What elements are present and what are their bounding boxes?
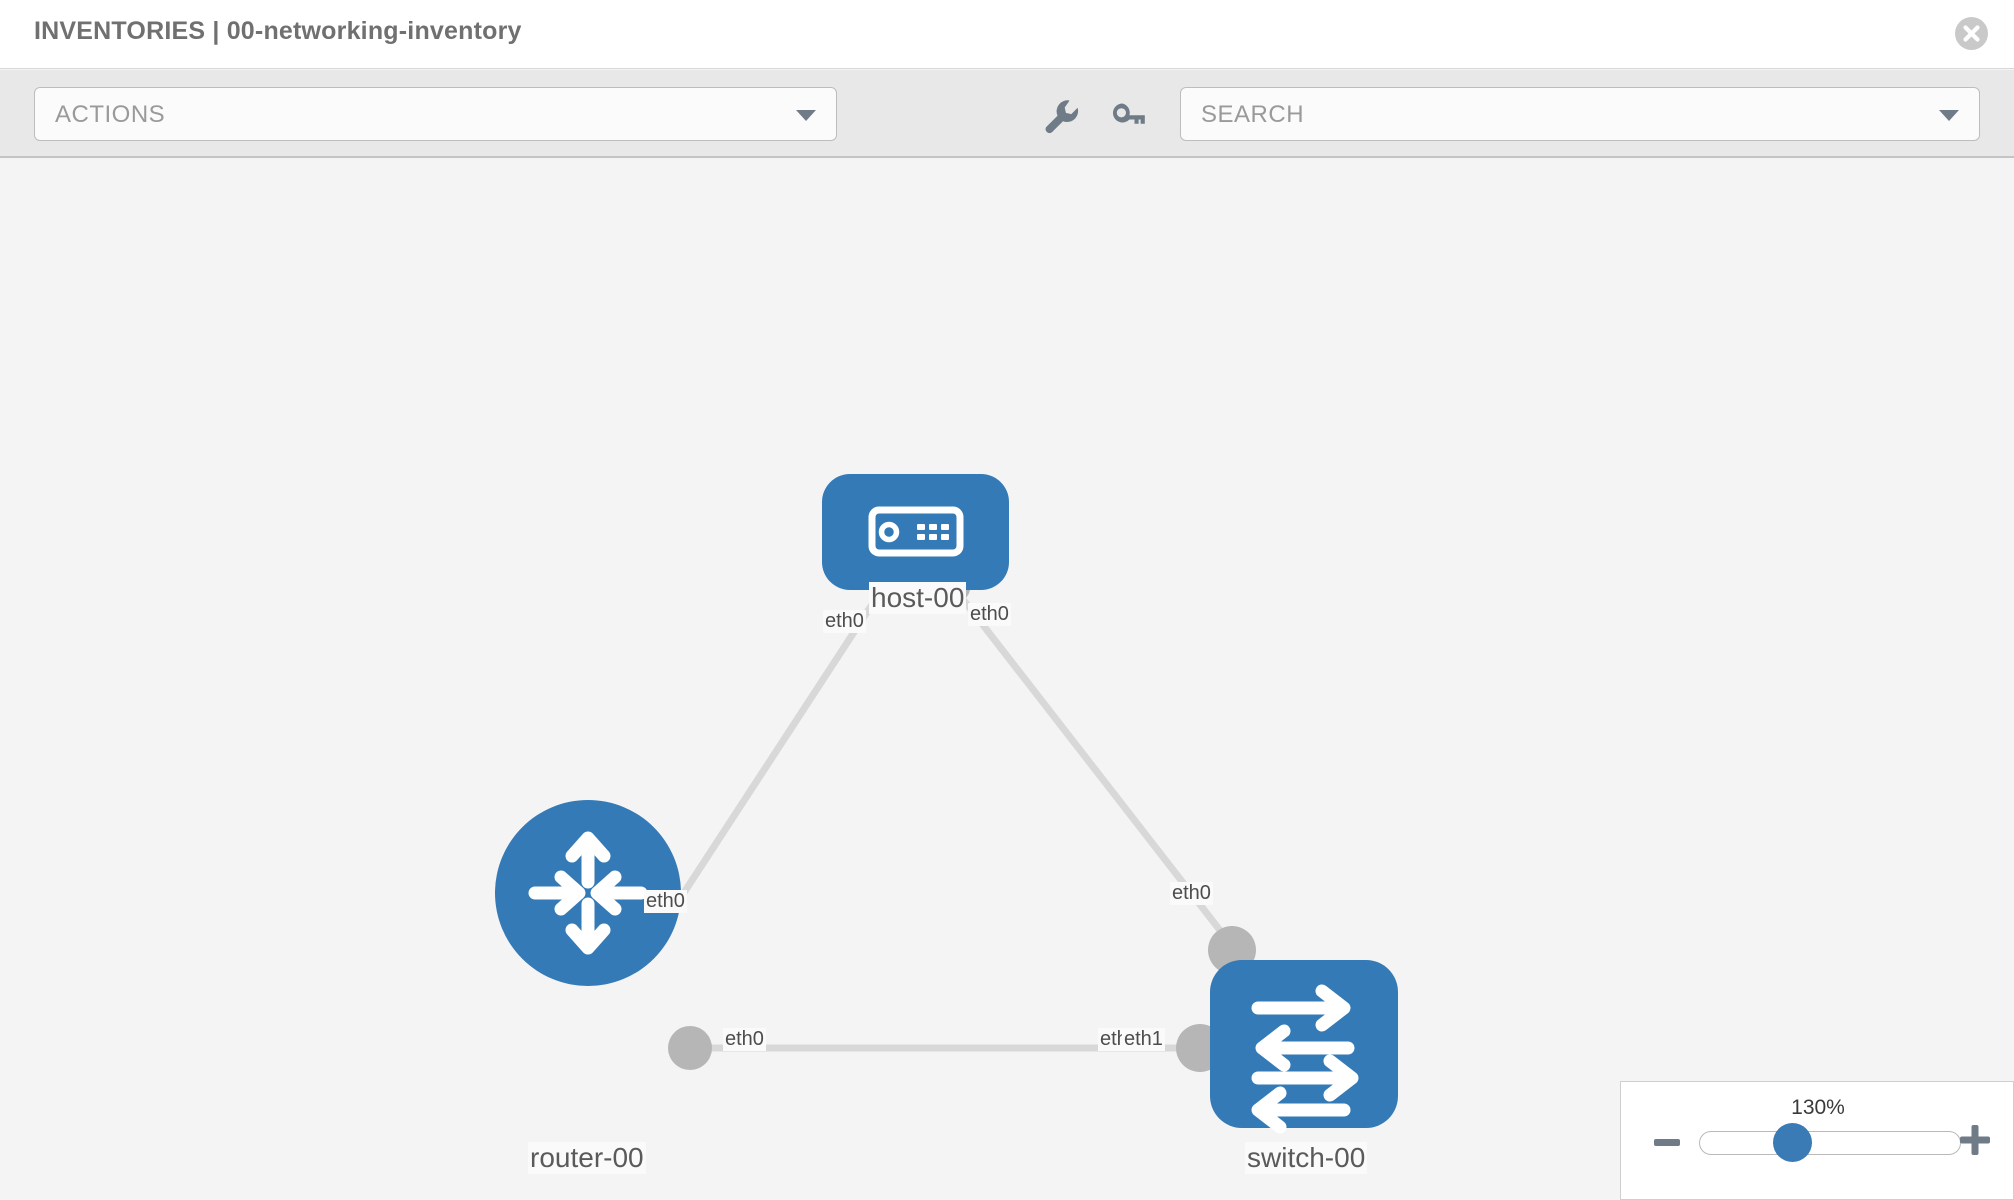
topology-ports bbox=[668, 562, 1256, 1072]
node-label-router-00: router-00 bbox=[528, 1142, 646, 1174]
search-input[interactable]: SEARCH bbox=[1180, 87, 1980, 141]
iface-label-switch00-eth1: eth1 bbox=[1122, 1028, 1165, 1051]
topology-canvas[interactable]: host-00 router-00 switch-00 eth0 eth0 et… bbox=[0, 160, 2014, 1200]
close-icon[interactable] bbox=[1955, 17, 1988, 50]
zoom-control-panel: 130% bbox=[1620, 1081, 2014, 1200]
minus-icon[interactable] bbox=[1653, 1129, 1681, 1157]
port-router00-eth0-link bbox=[668, 1026, 712, 1070]
key-icon[interactable] bbox=[1108, 95, 1150, 137]
topology-links bbox=[637, 577, 1246, 1052]
server-appliance-icon bbox=[868, 506, 964, 557]
node-host-00 bbox=[822, 474, 1009, 590]
iface-label-switch00-eth0-host: eth0 bbox=[1170, 882, 1213, 905]
chevron-down-icon bbox=[796, 110, 816, 121]
iface-label-router00-eth0-host: eth0 bbox=[644, 890, 687, 913]
router-arrows-icon bbox=[528, 831, 648, 955]
zoom-level-value: 130% bbox=[1791, 1096, 1845, 1119]
node-label-switch-00: switch-00 bbox=[1245, 1142, 1368, 1174]
search-input-placeholder: SEARCH bbox=[1201, 101, 1305, 128]
topology-graph bbox=[495, 474, 1398, 1134]
iface-label-router00-eth0-link: eth0 bbox=[723, 1028, 766, 1051]
plus-icon[interactable] bbox=[1959, 1124, 1991, 1156]
page-title: INVENTORIES | 00-networking-inventory bbox=[34, 17, 522, 45]
node-switch-00 bbox=[1210, 960, 1398, 1134]
zoom-slider-handle[interactable] bbox=[1773, 1123, 1812, 1162]
actions-dropdown-label: ACTIONS bbox=[55, 101, 166, 128]
node-label-host-00: host-00 bbox=[869, 582, 967, 614]
zoom-slider-track[interactable] bbox=[1699, 1131, 1961, 1155]
switch-arrows-icon bbox=[1251, 984, 1359, 1134]
node-router-00 bbox=[495, 800, 681, 986]
iface-label-host00-eth0-left: eth0 bbox=[823, 610, 866, 633]
chevron-down-icon bbox=[1939, 110, 1959, 121]
iface-label-host00-eth0-right: eth0 bbox=[968, 603, 1011, 626]
page-header: INVENTORIES | 00-networking-inventory bbox=[0, 0, 2014, 69]
actions-dropdown[interactable]: ACTIONS bbox=[34, 87, 837, 141]
wrench-icon[interactable] bbox=[1040, 95, 1082, 137]
